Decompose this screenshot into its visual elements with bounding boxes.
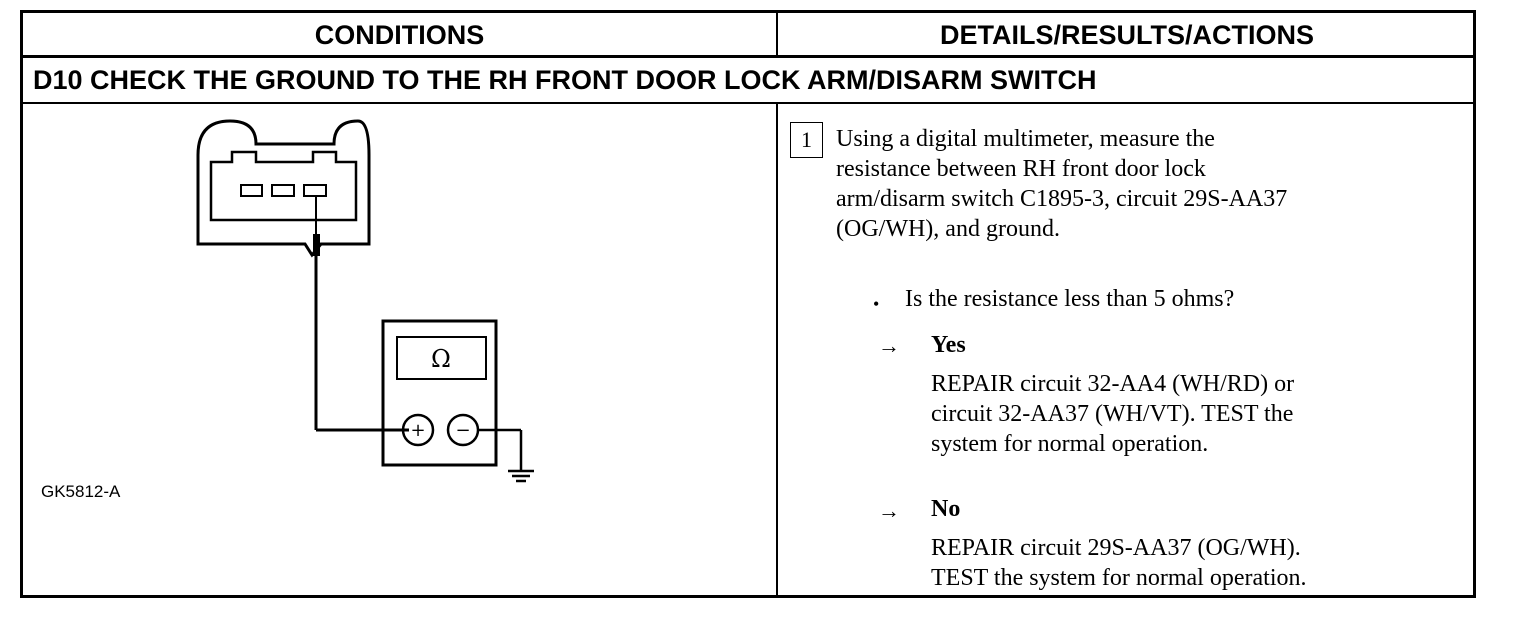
- arrow-right-icon: →: [878, 333, 900, 358]
- action-line: circuit 32-AA37 (WH/VT). TEST the: [931, 401, 1294, 427]
- instruction-line: arm/disarm switch C1895-3, circuit 29S-A…: [836, 186, 1288, 212]
- bullet-icon: •: [873, 294, 880, 314]
- conditions-header: CONDITIONS: [23, 13, 778, 55]
- connector-icon: [196, 119, 371, 258]
- action-line: REPAIR circuit 32-AA4 (WH/RD) or: [931, 371, 1295, 397]
- figure-id: GK5812-A: [41, 482, 121, 501]
- instruction-line: Using a digital multimeter, measure the: [836, 126, 1215, 152]
- minus-terminal: −: [455, 420, 470, 441]
- instruction-line: resistance between RH front door lock: [836, 156, 1206, 182]
- yes-action: REPAIR circuit 32-AA4 (WH/RD) or circuit…: [931, 369, 1451, 459]
- action-line: REPAIR circuit 29S-AA37 (OG/WH).: [931, 535, 1301, 561]
- test-step-title: D10 CHECK THE GROUND TO THE RH FRONT DOO…: [23, 58, 1473, 104]
- question-text: Is the resistance less than 5 ohms?: [905, 286, 1235, 312]
- arrow-right-icon: →: [878, 498, 900, 523]
- ground-symbol-icon: [478, 428, 534, 483]
- multimeter-icon: Ω + −: [381, 319, 498, 467]
- action-line: system for normal operation.: [931, 431, 1209, 457]
- diagnostic-table: CONDITIONS DETAILS/RESULTS/ACTIONS D10 C…: [20, 10, 1476, 598]
- conditions-cell: Ω + − GK5812-A: [23, 104, 778, 595]
- instruction-line: (OG/WH), and ground.: [836, 216, 1060, 242]
- details-header: DETAILS/RESULTS/ACTIONS: [939, 20, 1314, 50]
- wiring-diagram: Ω + −: [196, 119, 534, 483]
- ohm-symbol: Ω: [431, 345, 451, 373]
- no-action: REPAIR circuit 29S-AA37 (OG/WH). TEST th…: [931, 533, 1451, 593]
- step-number: 1: [790, 122, 823, 158]
- yes-label: Yes: [931, 332, 966, 358]
- plus-terminal: +: [410, 420, 425, 441]
- action-line: TEST the system for normal operation.: [931, 565, 1307, 591]
- header-row: CONDITIONS DETAILS/RESULTS/ACTIONS: [23, 13, 1473, 58]
- no-label: No: [931, 496, 961, 522]
- step-instruction: Using a digital multimeter, measure the …: [836, 124, 1396, 244]
- test-lead: [313, 196, 409, 432]
- details-cell: 1 Using a digital multimeter, measure th…: [778, 104, 1476, 595]
